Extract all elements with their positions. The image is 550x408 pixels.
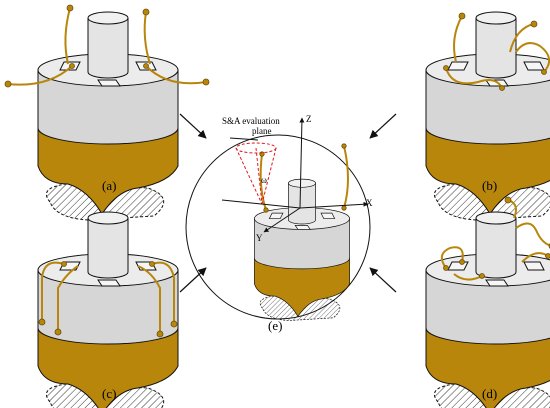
arrow-d-to-e xyxy=(369,267,397,293)
wires-c xyxy=(41,261,175,334)
wires-b xyxy=(445,15,550,89)
label-c: (c) xyxy=(102,386,116,401)
module-c xyxy=(37,211,179,408)
axis-z-label: Z xyxy=(306,114,312,124)
label-b: (b) xyxy=(482,178,497,193)
label-d: (d) xyxy=(482,386,497,401)
plane-label-line1: S&A evaluation xyxy=(222,116,280,126)
label-e: (e) xyxy=(268,318,282,333)
center-panel: S&A evaluation plane Z X Y ω xyxy=(185,114,373,321)
module-a xyxy=(4,4,210,221)
axes xyxy=(221,117,369,233)
module-b xyxy=(425,11,550,221)
arrow-b-to-e xyxy=(369,113,397,139)
label-a: (a) xyxy=(102,178,116,193)
arrow-a-to-e xyxy=(179,113,207,139)
arrow-c-to-e xyxy=(179,267,207,293)
angle-omega-label: ω xyxy=(261,175,267,185)
arrows xyxy=(179,113,397,293)
wires-a xyxy=(7,7,207,86)
plane-label-line2: plane xyxy=(252,126,272,136)
module-d xyxy=(425,196,550,408)
wires-e xyxy=(259,145,349,211)
sa-cone xyxy=(235,142,277,205)
axis-x-label: X xyxy=(366,198,373,208)
axis-y-label: Y xyxy=(256,233,263,243)
